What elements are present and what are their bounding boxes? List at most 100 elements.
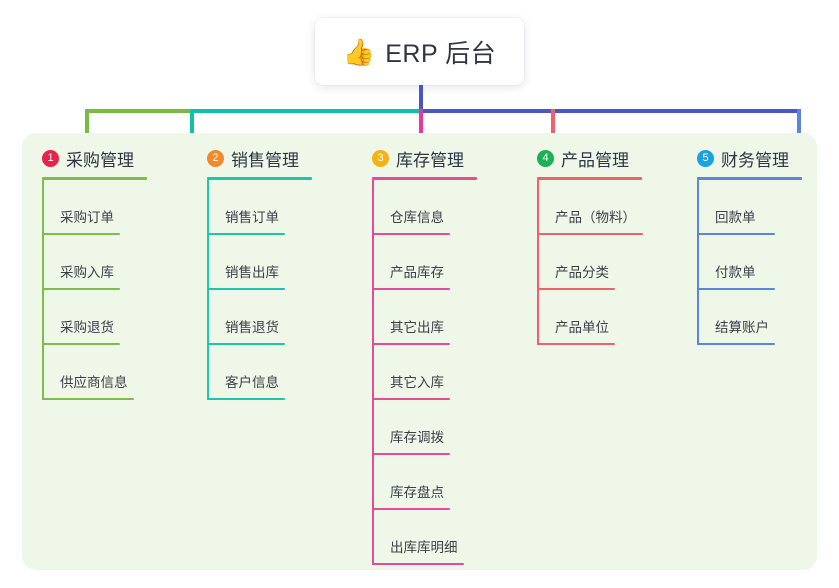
item-label: 出库库明细 xyxy=(390,540,458,555)
branch-items-1: 采购订单 采购入库 采购退货 供应商信息 xyxy=(42,180,160,400)
item-rule xyxy=(372,288,450,290)
item-label: 采购入库 xyxy=(60,265,114,280)
item-label: 付款单 xyxy=(715,265,756,280)
drop-connector-2 xyxy=(190,109,194,142)
item-label: 客户信息 xyxy=(225,375,279,390)
branch-items-5: 回款单 付款单 结算账户 xyxy=(697,180,815,345)
drop-connector-1 xyxy=(85,109,89,142)
item-label: 产品库存 xyxy=(390,265,444,280)
item-rule xyxy=(537,288,615,290)
list-item[interactable]: 付款单 xyxy=(697,235,815,290)
list-item[interactable]: 出库库明细 xyxy=(372,510,500,565)
branch-header-4[interactable]: 4 产品管理 xyxy=(537,146,665,170)
item-rule xyxy=(372,563,464,565)
bus-segment-teal xyxy=(190,109,421,113)
item-rule xyxy=(537,233,643,235)
root-stem-connector xyxy=(419,85,423,111)
branch-title-2: 销售管理 xyxy=(231,150,299,170)
branch-badge-4: 4 xyxy=(537,149,554,167)
branch-header-3[interactable]: 3 库存管理 xyxy=(372,146,500,170)
item-rule xyxy=(42,343,120,345)
root-node[interactable]: 👍 ERP 后台 xyxy=(315,18,524,85)
branch-title-1: 采购管理 xyxy=(66,150,134,170)
list-item[interactable]: 产品（物料） xyxy=(537,180,665,235)
item-rule xyxy=(697,343,775,345)
item-label: 产品分类 xyxy=(555,265,609,280)
item-label: 产品（物料） xyxy=(555,210,636,225)
branch-column-4: 4 产品管理 产品（物料） 产品分类 产品单位 xyxy=(537,146,665,345)
branch-title-4: 产品管理 xyxy=(561,150,629,170)
branch-header-5[interactable]: 5 财务管理 xyxy=(697,146,815,170)
drop-connector-5 xyxy=(797,109,801,142)
branch-column-5: 5 财务管理 回款单 付款单 结算账户 xyxy=(697,146,815,345)
list-item[interactable]: 产品单位 xyxy=(537,290,665,345)
item-label: 销售出库 xyxy=(225,265,279,280)
item-label: 库存盘点 xyxy=(390,485,444,500)
item-rule xyxy=(372,508,450,510)
item-rule xyxy=(207,288,285,290)
branch-badge-5: 5 xyxy=(697,149,714,167)
bus-segment-green xyxy=(85,109,192,113)
branch-header-1[interactable]: 1 采购管理 xyxy=(42,146,160,170)
bus-segment-blue xyxy=(419,109,801,113)
list-item[interactable]: 其它出库 xyxy=(372,290,500,345)
item-rule xyxy=(372,398,450,400)
branch-column-2: 2 销售管理 销售订单 销售出库 销售退货 客户信息 xyxy=(207,146,325,400)
branch-column-1: 1 采购管理 采购订单 采购入库 采购退货 供应商信息 xyxy=(42,146,160,400)
item-rule xyxy=(372,453,450,455)
page-title: ERP 后台 xyxy=(385,39,497,68)
item-rule xyxy=(42,398,134,400)
item-rule xyxy=(372,343,450,345)
item-label: 产品单位 xyxy=(555,320,609,335)
item-label: 销售订单 xyxy=(225,210,279,225)
branch-rule-2 xyxy=(207,177,312,180)
item-rule xyxy=(372,233,450,235)
list-item[interactable]: 仓库信息 xyxy=(372,180,500,235)
branch-rule-1 xyxy=(42,177,147,180)
item-label: 仓库信息 xyxy=(390,210,444,225)
list-item[interactable]: 采购退货 xyxy=(42,290,160,345)
item-rule xyxy=(697,233,775,235)
list-item[interactable]: 库存盘点 xyxy=(372,455,500,510)
list-item[interactable]: 其它入库 xyxy=(372,345,500,400)
item-rule xyxy=(207,343,285,345)
list-item[interactable]: 销售出库 xyxy=(207,235,325,290)
item-label: 采购退货 xyxy=(60,320,114,335)
content-panel xyxy=(22,133,817,570)
list-item[interactable]: 结算账户 xyxy=(697,290,815,345)
list-item[interactable]: 库存调拨 xyxy=(372,400,500,455)
list-item[interactable]: 产品分类 xyxy=(537,235,665,290)
list-item[interactable]: 客户信息 xyxy=(207,345,325,400)
item-label: 其它入库 xyxy=(390,375,444,390)
item-label: 采购订单 xyxy=(60,210,114,225)
branch-badge-3: 3 xyxy=(372,149,389,167)
branch-spine-2 xyxy=(207,180,209,400)
branch-spine-1 xyxy=(42,180,44,400)
item-label: 销售退货 xyxy=(225,320,279,335)
list-item[interactable]: 供应商信息 xyxy=(42,345,160,400)
branch-spine-4 xyxy=(537,180,539,345)
branch-column-3: 3 库存管理 仓库信息 产品库存 其它出库 其它入库 库存调拨 xyxy=(372,146,500,565)
item-rule xyxy=(207,398,285,400)
item-rule xyxy=(537,343,615,345)
branch-badge-1: 1 xyxy=(42,149,59,167)
branch-items-4: 产品（物料） 产品分类 产品单位 xyxy=(537,180,665,345)
branch-rule-4 xyxy=(537,177,642,180)
thumbs-up-icon: 👍 xyxy=(342,36,376,67)
item-rule xyxy=(42,233,120,235)
branch-title-3: 库存管理 xyxy=(396,150,464,170)
list-item[interactable]: 销售订单 xyxy=(207,180,325,235)
list-item[interactable]: 产品库存 xyxy=(372,235,500,290)
list-item[interactable]: 回款单 xyxy=(697,180,815,235)
branch-title-5: 财务管理 xyxy=(721,150,789,170)
item-label: 其它出库 xyxy=(390,320,444,335)
list-item[interactable]: 销售退货 xyxy=(207,290,325,345)
branch-header-2[interactable]: 2 销售管理 xyxy=(207,146,325,170)
list-item[interactable]: 采购订单 xyxy=(42,180,160,235)
item-rule xyxy=(42,288,120,290)
item-label: 供应商信息 xyxy=(60,375,128,390)
list-item[interactable]: 采购入库 xyxy=(42,235,160,290)
branch-rule-5 xyxy=(697,177,802,180)
item-label: 结算账户 xyxy=(715,320,769,335)
